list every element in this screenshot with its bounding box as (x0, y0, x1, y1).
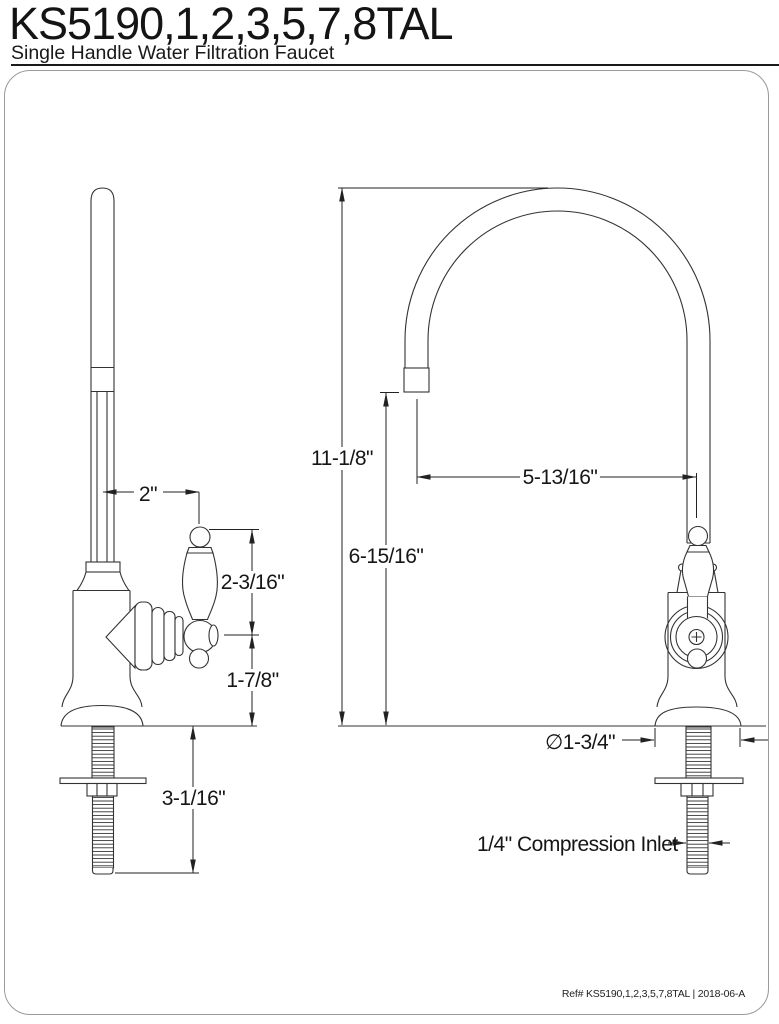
shank-nut-front (680, 782, 714, 797)
handle-lever-front (681, 551, 715, 598)
spout-collar (85, 561, 121, 573)
shank-nut-facets-front (691, 783, 704, 796)
dimension-valve-to-base (225, 634, 280, 727)
dimension-shank-length (115, 725, 225, 874)
handle-lever-side (182, 552, 218, 621)
handle-top-ball-side (189, 526, 211, 548)
drawing-border-frame (4, 70, 769, 1015)
dimension-labels: 2" 2-3/16" 1-7/8" 3-1/16" 11-1/8" 6-15/1… (139, 447, 679, 856)
shank-washer (59, 777, 147, 785)
bonnet-ring-1 (134, 601, 153, 671)
shank-washer-front (654, 777, 744, 785)
bonnet-ring-2 (151, 606, 165, 666)
handle-hub-knurl (208, 624, 219, 647)
gooseneck-inner (427, 210, 688, 543)
dimension-overall-height (308, 187, 548, 726)
handle-bottom-ball-side (188, 648, 210, 669)
faucet-side-view (59, 187, 257, 875)
body-vase-curves-front (656, 675, 738, 708)
reference-number: Ref# KS5190,1,2,3,5,7,8TAL | 2018-06-A (561, 988, 745, 1000)
base-dome-front (654, 706, 742, 727)
dimension-spout-reach (416, 399, 697, 518)
bonnet-ring-4 (174, 615, 184, 657)
label-spout-clearance: 6-15/16" (349, 545, 424, 568)
shank-threads-lower (91, 795, 115, 869)
label-spout-offset: 2" (139, 483, 157, 506)
label-valve-to-base: 1-7/8" (226, 669, 278, 692)
dimension-annotations (102, 187, 768, 874)
dimension-base-diameter (622, 728, 768, 747)
handle-shaft-edges (686, 596, 709, 619)
bonnet-ring-3 (163, 610, 176, 662)
shank-threads-lower-front (686, 795, 709, 869)
handle-bottom-ball-front (686, 648, 708, 669)
spout-tube-side (90, 187, 115, 562)
handle-shaft-fill (688, 596, 707, 618)
page-subtitle: Single Handle Water Filtration Faucet (11, 42, 335, 64)
valve-cone (105, 604, 136, 670)
label-inlet: 1/4" Compression Inlet (477, 833, 678, 856)
phillips-cross-icon (691, 632, 702, 642)
spout-inner-lines (96, 391, 108, 562)
spout-flare (76, 571, 130, 591)
shank-nut-facets (96, 783, 108, 796)
shank-tip-front (686, 868, 709, 875)
label-overall-height: 11-1/8" (311, 447, 373, 470)
page-title: KS5190,1,2,3,5,7,8TAL (9, 0, 454, 49)
label-spout-reach: 5-13/16" (523, 466, 598, 489)
dimension-spout-offset (102, 480, 200, 524)
label-shank-length: 3-1/16" (162, 787, 226, 810)
body-vase-curves (61, 675, 143, 708)
spout-outlet (403, 367, 430, 393)
handle-collar-front (686, 544, 710, 553)
label-handle-height: 2-3/16" (221, 571, 285, 594)
handle-collar-side (186, 546, 214, 554)
spout-joint-lines (91, 366, 114, 393)
shank-threads-upper-front (685, 726, 712, 779)
faucet-front-view (338, 187, 766, 875)
shank-threads-upper (91, 726, 115, 779)
shank-front (654, 726, 744, 875)
dimension-handle-height (209, 529, 284, 636)
handle-top-ball-front (687, 525, 709, 547)
shank-nut (86, 782, 118, 797)
title-divider (11, 64, 779, 66)
dimension-spout-clearance (347, 392, 425, 726)
base-dome-side (60, 704, 144, 727)
gooseneck-outer (404, 187, 711, 543)
shank-side (59, 726, 147, 875)
label-base-diameter: ∅1-3/4" (545, 731, 615, 754)
shank-tip (91, 868, 114, 875)
